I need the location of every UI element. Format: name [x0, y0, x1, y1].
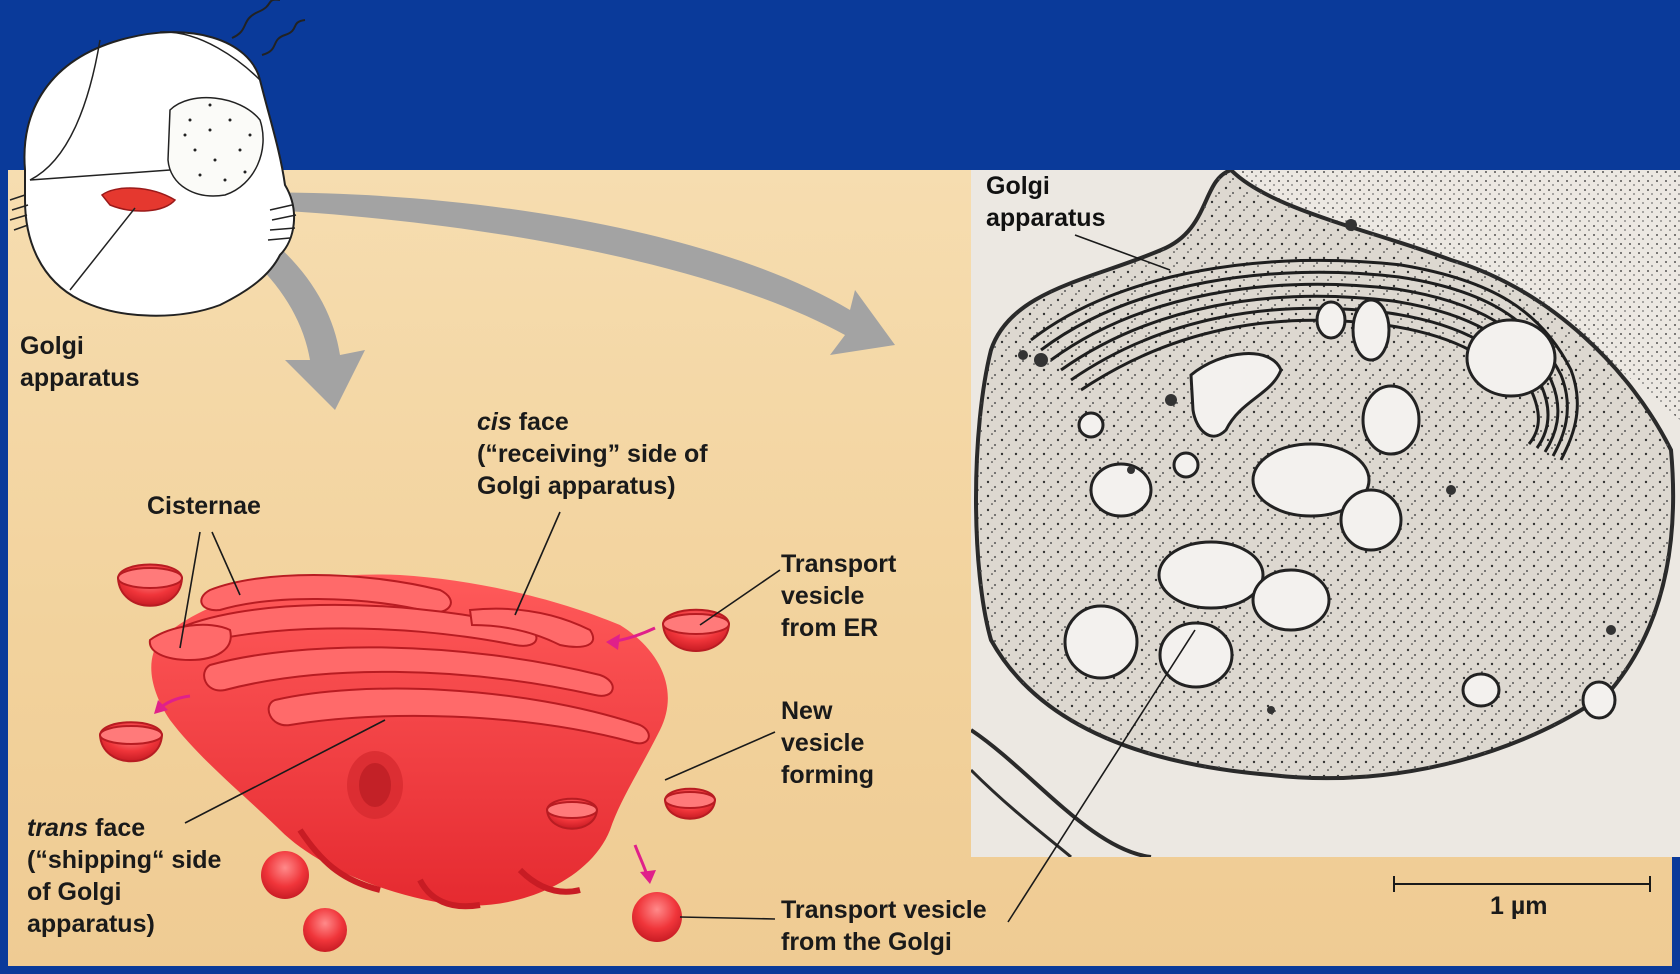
- label-trans-face: trans face (“shipping“ side of Golgi app…: [27, 812, 221, 940]
- label-transport-er: Transport vesicle from ER: [781, 548, 896, 644]
- label-cis-term: cis: [477, 408, 512, 436]
- label-cis-rest: face (“receiving” side of Golgi apparatu…: [477, 408, 708, 500]
- label-new-vesicle: New vesicle forming: [781, 695, 874, 791]
- label-transport-golgi: Transport vesicle from the Golgi: [781, 894, 987, 958]
- scale-bar-label: 1 µm: [1490, 890, 1547, 922]
- cell-sketch: [10, 0, 305, 316]
- label-cell-golgi: Golgi apparatus: [20, 330, 139, 394]
- golgi-apparatus: [150, 574, 668, 906]
- label-cis-face: cis face (“receiving” side of Golgi appa…: [477, 406, 708, 502]
- label-micrograph-golgi: Golgi apparatus: [986, 170, 1105, 234]
- label-cisternae: Cisternae: [147, 490, 261, 522]
- label-trans-term: trans: [27, 814, 88, 842]
